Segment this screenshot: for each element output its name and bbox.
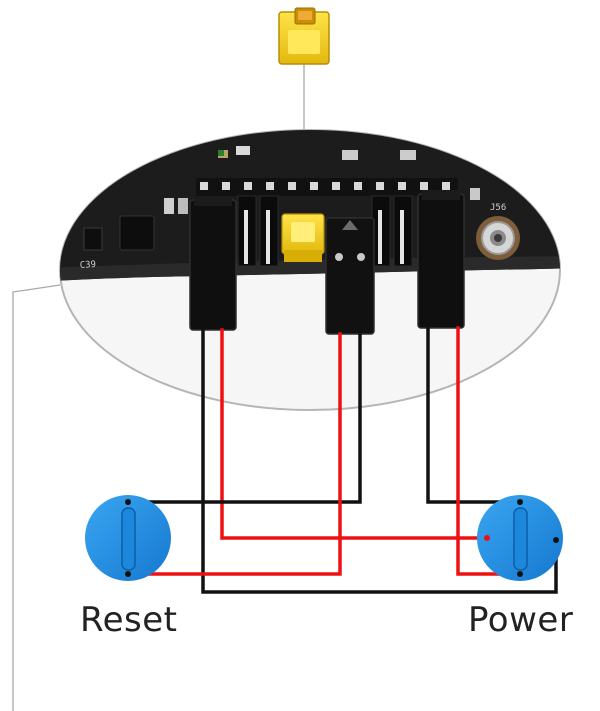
- power-wire-black: [426, 326, 522, 504]
- power-label: Power: [468, 600, 574, 640]
- smd-component: [83, 227, 103, 251]
- smd-component: [218, 150, 224, 156]
- power-connector: [417, 193, 465, 329]
- connectors: [189, 190, 465, 335]
- led-connector: [325, 217, 375, 335]
- standoff-screw: [476, 216, 520, 260]
- led-wire-black: [126, 332, 362, 504]
- smd-component: [400, 150, 416, 160]
- smd-component: [164, 198, 174, 214]
- reset-connector: [189, 199, 237, 331]
- reset-label: Reset: [80, 600, 178, 640]
- led-wire-red: [126, 332, 342, 576]
- smd-component: [342, 150, 358, 160]
- jumper-on-board: [281, 213, 325, 262]
- smd-component: [236, 146, 250, 155]
- reset-wire-black: [201, 328, 558, 594]
- power-button: [477, 495, 563, 581]
- pin-header: [196, 178, 458, 267]
- board-leader-line: [12, 284, 61, 711]
- reset-button: [85, 495, 171, 581]
- silkscreen-label: C39: [80, 260, 97, 271]
- pcb-callout: C39 J56: [59, 129, 561, 411]
- solder-points: [125, 499, 559, 577]
- smd-component: [470, 188, 480, 200]
- ic-chip: [119, 215, 155, 251]
- silkscreen-label: J56: [490, 203, 506, 213]
- smd-component: [178, 198, 188, 214]
- jumper-cap-icon: [278, 7, 330, 65]
- reset-wire-red: [220, 328, 489, 540]
